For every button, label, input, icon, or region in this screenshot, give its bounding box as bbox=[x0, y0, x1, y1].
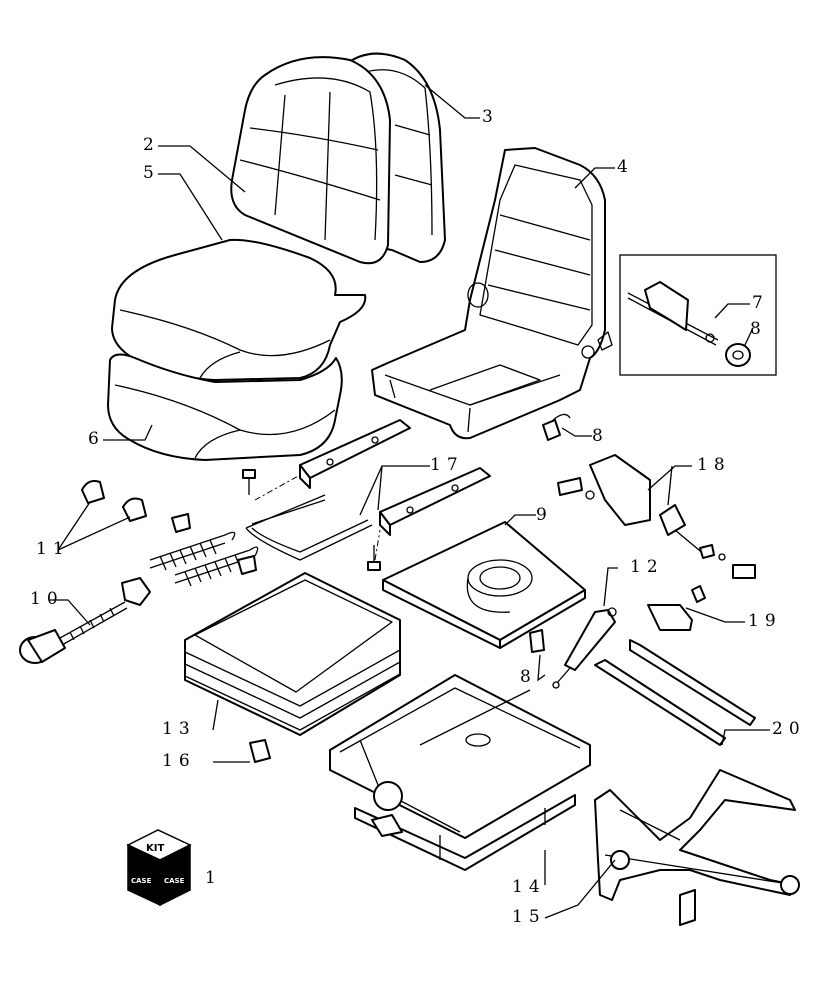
kit-brand-right: CASE bbox=[164, 877, 185, 885]
callout-1: 1 bbox=[205, 868, 222, 888]
part-backrest-front-cushion bbox=[230, 56, 391, 265]
part-rod-pin bbox=[627, 281, 719, 346]
callout-19: 19 bbox=[748, 611, 782, 631]
part-springs bbox=[149, 513, 259, 587]
callout-16: 16 bbox=[162, 751, 196, 771]
part-covers bbox=[81, 480, 147, 522]
callout-5: 5 bbox=[143, 163, 160, 183]
kit-label: KIT bbox=[146, 843, 164, 854]
callout-20: 20 bbox=[772, 719, 806, 739]
part-seat-cushion bbox=[111, 238, 367, 381]
callout-14: 14 bbox=[512, 877, 546, 897]
callout-2: 2 bbox=[143, 135, 160, 155]
part-seat-base-cushion bbox=[107, 353, 343, 461]
part-slide-rails bbox=[254, 419, 491, 561]
callout-8-inset: 8 bbox=[750, 319, 767, 339]
callout-11: 11 bbox=[36, 539, 70, 559]
part-swivel-plate bbox=[382, 521, 586, 649]
part-bolts-rail bbox=[242, 469, 381, 571]
kit-brand-left: CASE bbox=[131, 877, 152, 885]
callout-17: 17 bbox=[430, 455, 464, 475]
callout-3: 3 bbox=[482, 107, 499, 127]
callout-18: 18 bbox=[697, 455, 731, 475]
part-knob bbox=[725, 343, 751, 367]
part-bellows bbox=[184, 572, 401, 736]
part-swivel-frame bbox=[594, 769, 800, 926]
callout-7: 7 bbox=[752, 293, 769, 313]
part-bracket bbox=[647, 585, 706, 631]
part-bushing bbox=[529, 629, 545, 653]
callout-10: 10 bbox=[30, 589, 64, 609]
callout-8-cap: 8 bbox=[592, 426, 609, 446]
callout-13: 13 bbox=[162, 719, 196, 739]
callout-6: 6 bbox=[88, 429, 105, 449]
part-suspension-base bbox=[329, 674, 591, 871]
callout-8-bushing: 8 bbox=[520, 667, 537, 687]
part-spring-bar bbox=[245, 494, 373, 561]
callout-9: 9 bbox=[536, 505, 553, 525]
leader-lines bbox=[50, 84, 770, 919]
part-seat-frame bbox=[371, 147, 613, 440]
part-gas-strut bbox=[552, 607, 617, 689]
callout-15: 15 bbox=[512, 907, 546, 927]
callout-numbers: 1 2 3 4 5 6 7 8 8 8 9 10 11 12 13 14 15 … bbox=[30, 107, 806, 927]
part-button bbox=[249, 739, 271, 763]
callout-4: 4 bbox=[617, 157, 634, 177]
part-adjusting-knob bbox=[19, 577, 151, 664]
part-straps bbox=[594, 639, 756, 746]
callout-12: 12 bbox=[630, 557, 664, 577]
inset-detail-box bbox=[619, 254, 777, 376]
part-cap-small bbox=[542, 413, 571, 441]
kit-icon: KIT CASE CASE bbox=[126, 829, 192, 907]
part-seatbelt bbox=[557, 454, 756, 579]
